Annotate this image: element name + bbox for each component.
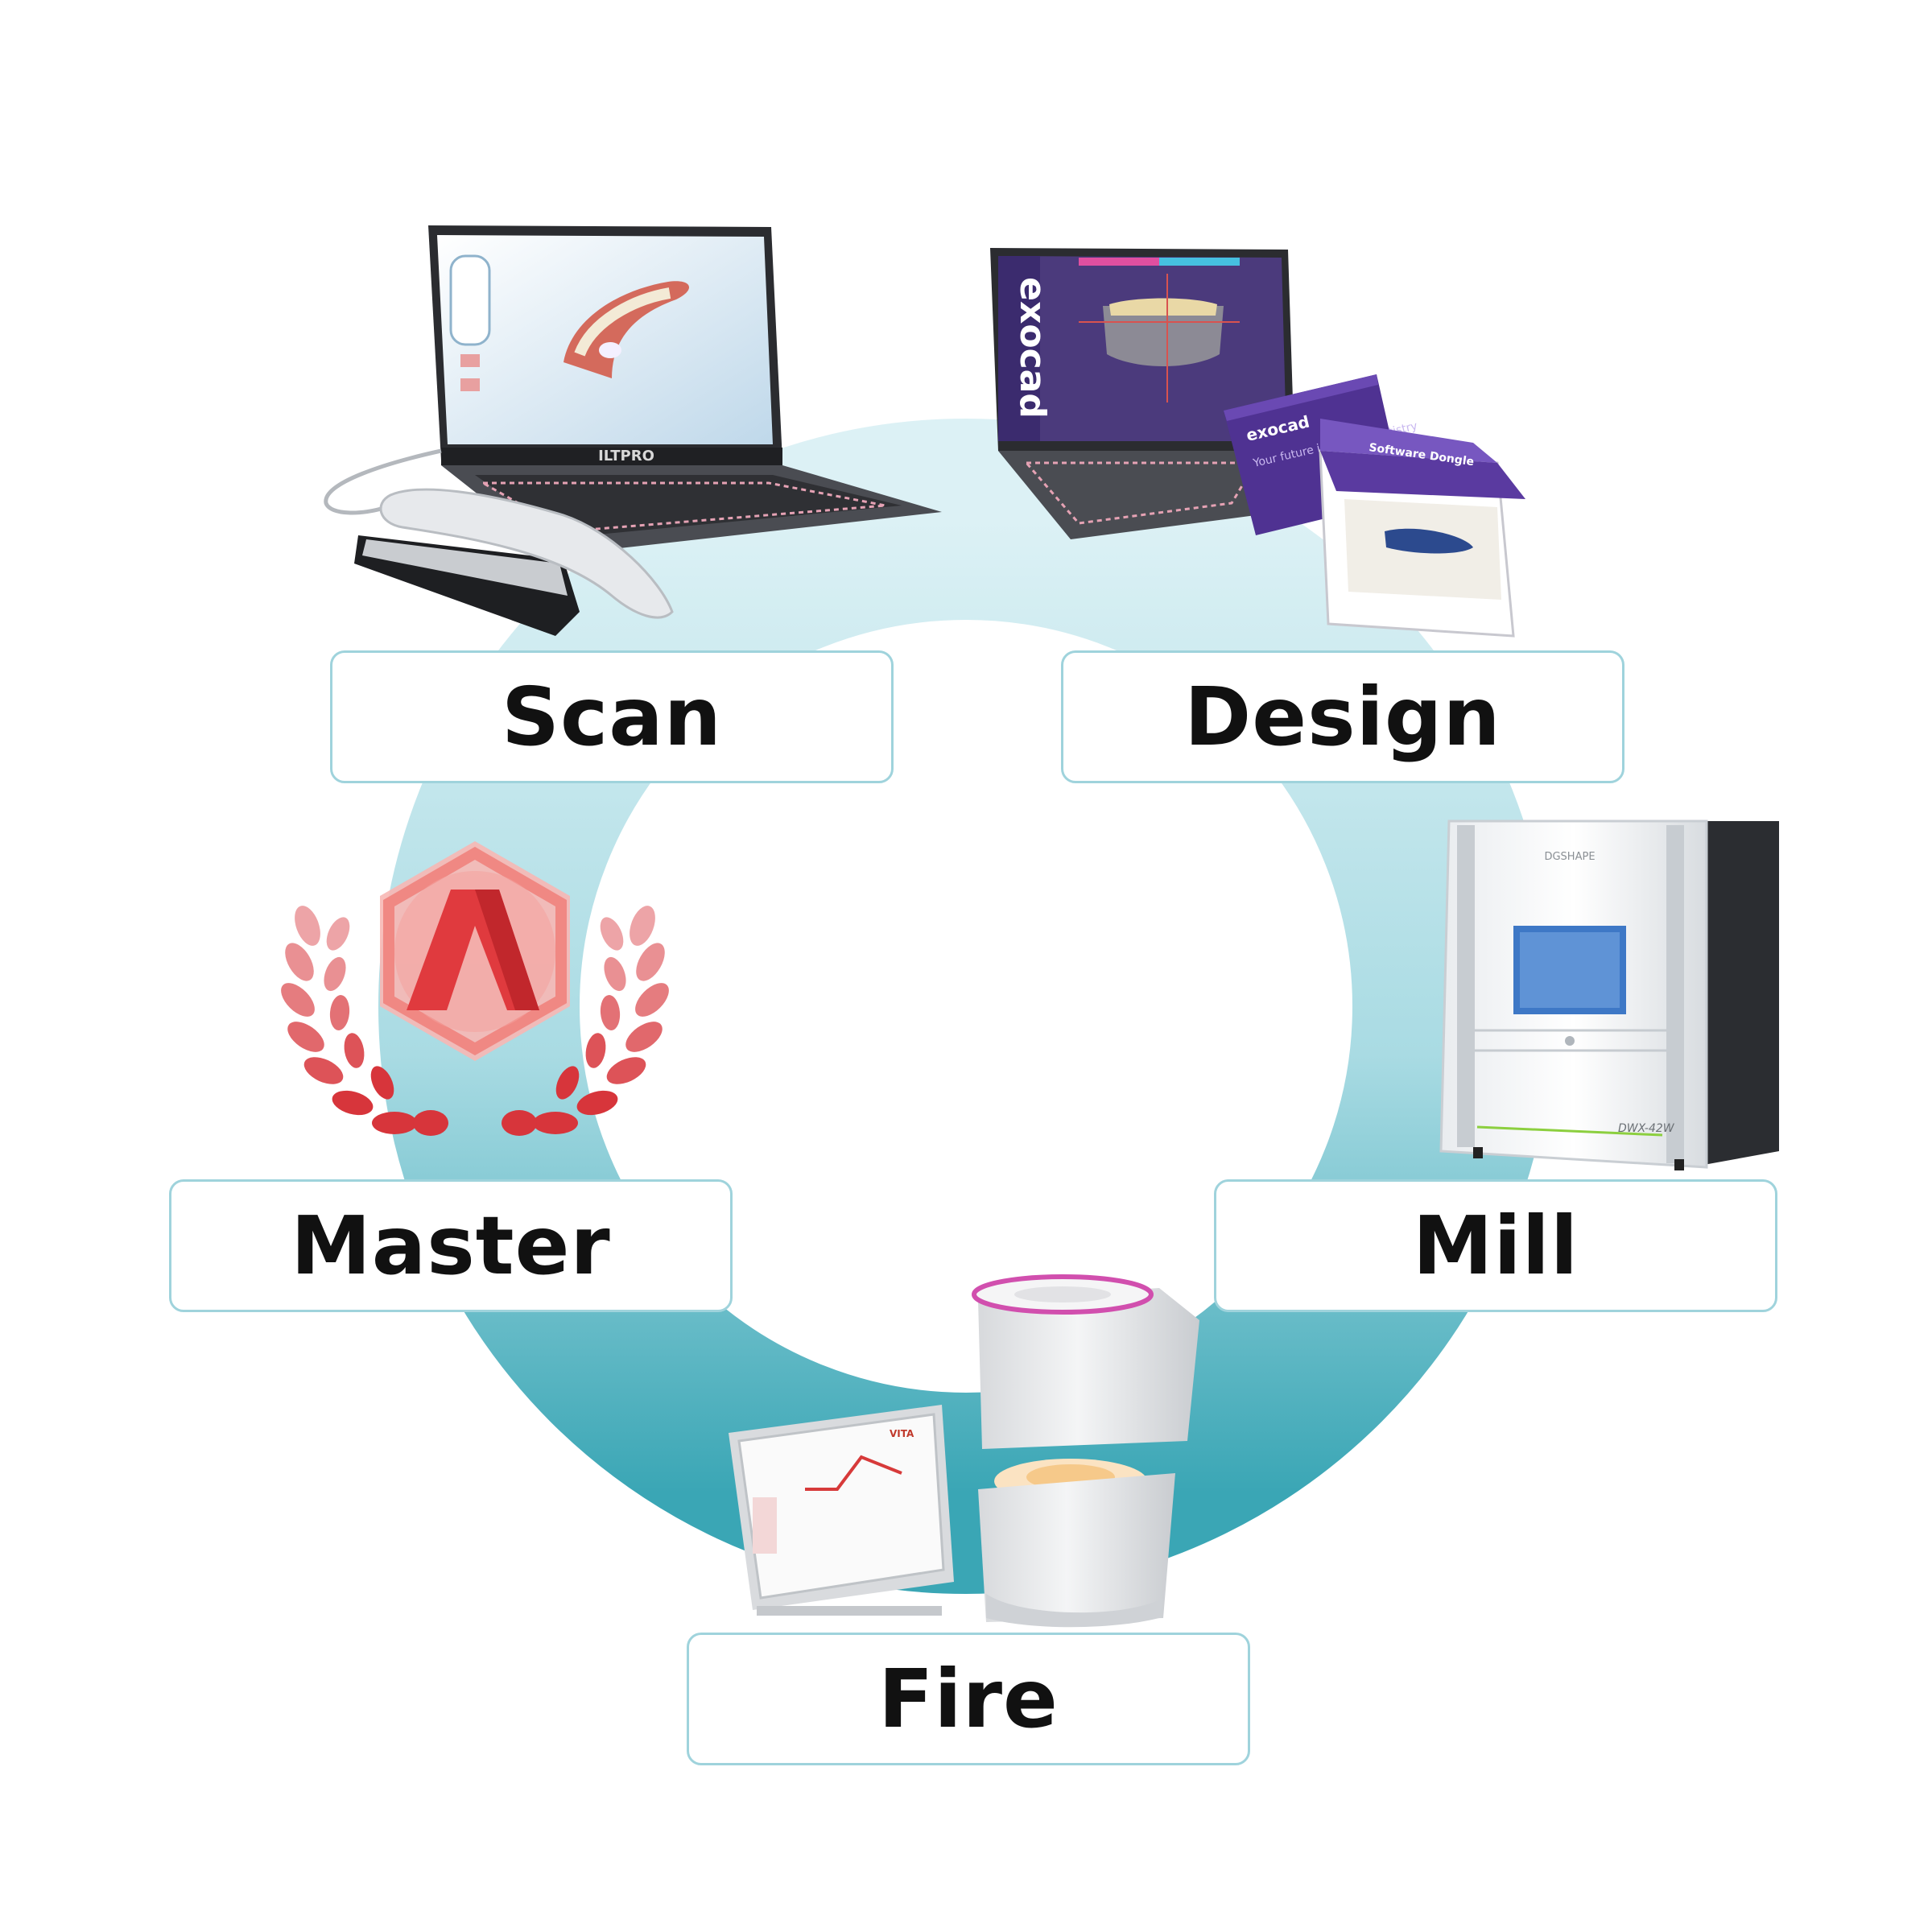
scan-laptop-brand: ILTPRO (598, 448, 654, 464)
fire-brand: VITA (890, 1428, 914, 1439)
master-step-box: Master (169, 1179, 733, 1312)
fire-step-box: Fire (687, 1633, 1250, 1765)
master-award-logo (281, 841, 669, 1136)
design-step-box: Design (1061, 650, 1624, 783)
mill-step-label: Mill (1412, 1199, 1579, 1293)
mill-brand: DGSHAPE (1544, 851, 1595, 863)
fire-device-illustration: VITA (729, 1274, 1199, 1628)
scan-step-box: Scan (330, 650, 894, 783)
scan-step-label: Scan (502, 670, 722, 764)
mill-step-box: Mill (1214, 1179, 1777, 1312)
design-device-illustration: exocad exocad Your future in digital den… (990, 248, 1525, 638)
fire-step-label: Fire (878, 1652, 1059, 1746)
mill-model: DWX-42W (1618, 1122, 1675, 1135)
design-step-label: Design (1184, 670, 1501, 764)
design-screen-brand: exocad (1012, 277, 1053, 419)
master-step-label: Master (291, 1199, 611, 1293)
mill-device-illustration: DGSHAPE DWX-42W (1439, 819, 1779, 1170)
scan-device-illustration: ILTPRO (324, 225, 942, 636)
